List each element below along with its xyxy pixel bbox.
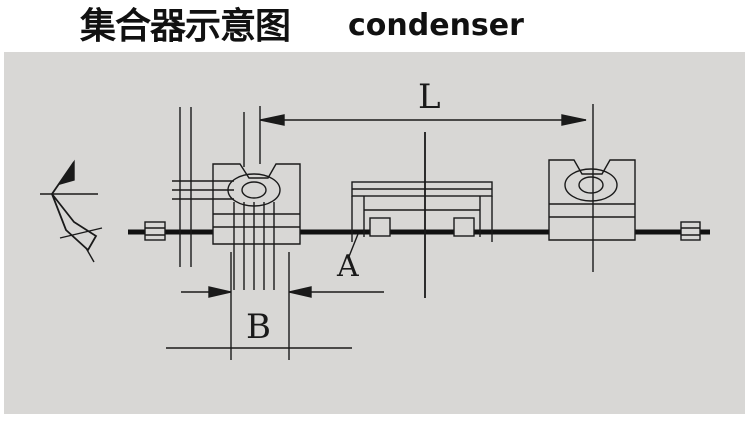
- middle-left-nut: [369, 217, 391, 237]
- side-view-wedge: [58, 159, 75, 186]
- right-end-nut: [680, 221, 701, 241]
- l-arrow-left: [259, 114, 285, 126]
- left-clamp-hole: [241, 181, 267, 199]
- label-b: B: [246, 307, 271, 347]
- label-l: L: [418, 77, 441, 117]
- b-arrow-left: [208, 286, 232, 298]
- title-english: condenser: [348, 8, 524, 43]
- left-end-nut: [144, 221, 166, 241]
- diagram-panel: L B A: [4, 52, 745, 414]
- label-a: A: [336, 249, 359, 284]
- middle-right-nut: [453, 217, 475, 237]
- title-chinese: 集合器示意图: [80, 5, 291, 47]
- condenser-diagram: L B A: [40, 77, 710, 360]
- side-view-line: [85, 247, 95, 263]
- left-clamp-block: [212, 163, 301, 245]
- a-leader-line: [347, 233, 359, 260]
- b-arrow-right: [288, 286, 312, 298]
- l-arrow-right: [561, 114, 587, 126]
- right-clamp-hole: [578, 176, 604, 194]
- side-view-line: [59, 227, 103, 239]
- header: 集合器示意图 condenser: [0, 0, 749, 52]
- right-clamp-block: [548, 159, 636, 241]
- right-clamp-ring: [564, 168, 618, 202]
- middle-bracket: [351, 196, 493, 242]
